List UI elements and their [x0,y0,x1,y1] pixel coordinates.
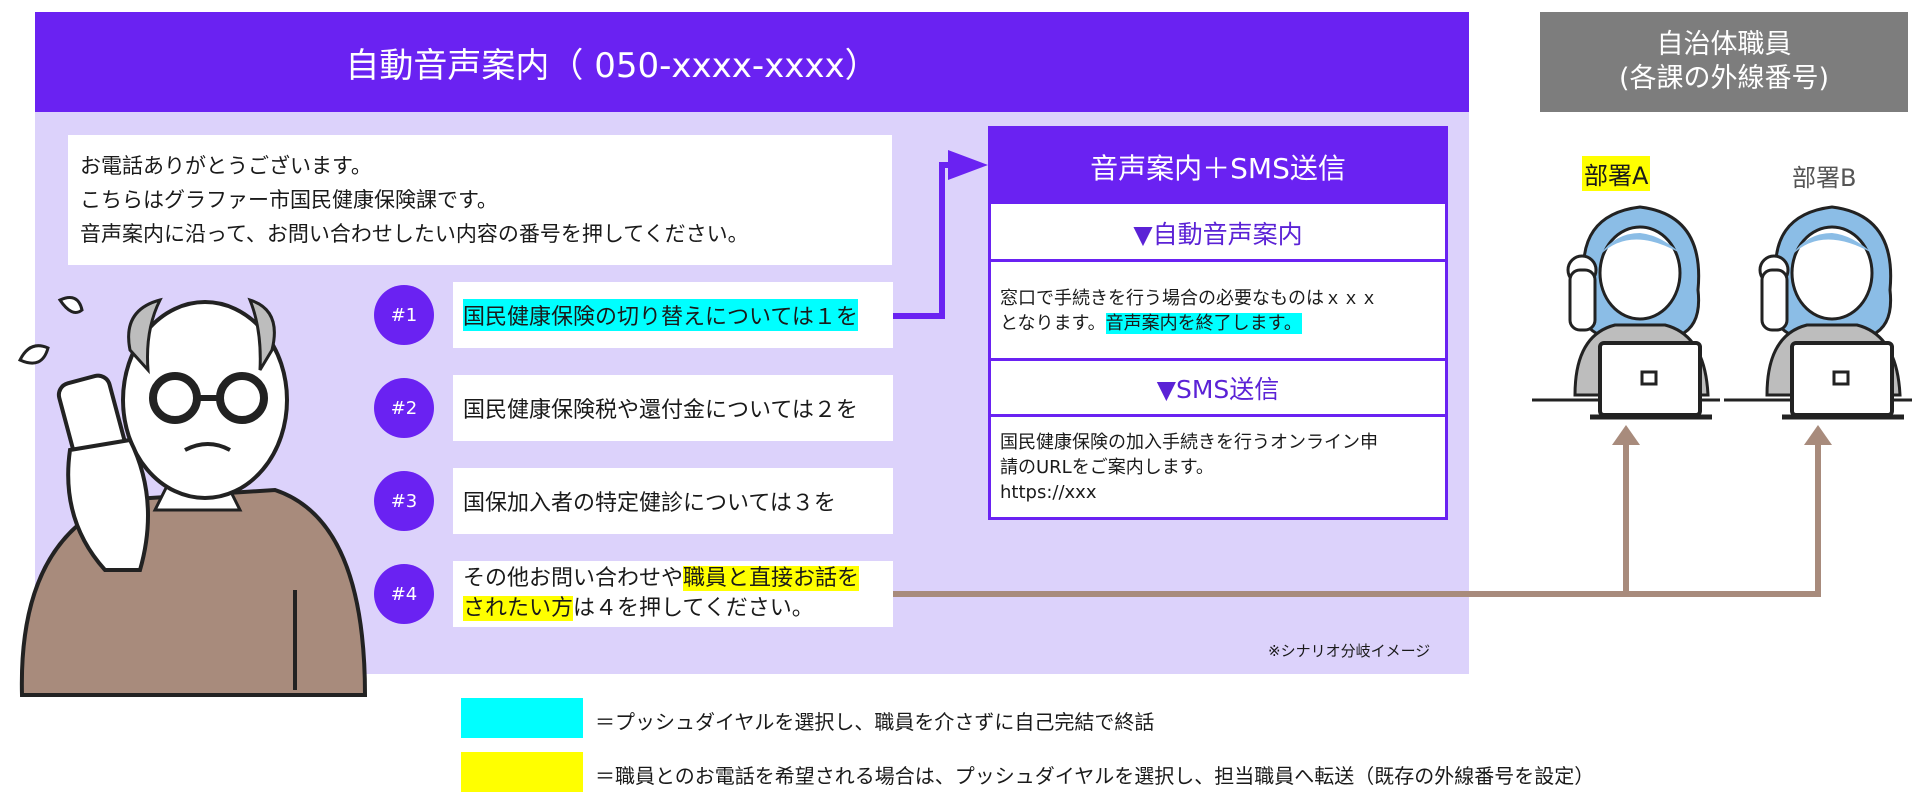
option-1-text: 国民健康保険の切り替えについては１を [463,299,858,331]
sms-heading-text: ▼SMS送信 [1156,374,1280,404]
option-2-text: 国民健康保険税や還付金については２を [463,398,858,423]
voice-heading-text: ▼自動音声案内 [1133,219,1303,249]
voice-text-a: 窓口で手続きを行う場合の必要なものはｘｘｘ [1000,288,1378,309]
option-1-number: #1 [374,285,434,345]
staff-title-1: 自治体職員 [1656,29,1792,60]
greeting-line-2: こちらはグラファー市国民健康保険課です。 [80,188,498,212]
caller-illustration [17,296,368,697]
dept-a-arrowhead [1612,425,1640,445]
option-4-text-c: されたい方 [463,596,574,621]
staff-illustration [1532,205,1912,420]
staff-b-figure [1724,205,1912,420]
sms-title: 音声案内＋SMS送信 [1090,151,1346,185]
option-3-number: #3 [374,471,434,531]
sms-divider [991,358,1445,361]
option-4-text-a: その他お問い合わせや [463,566,684,591]
greeting-line-3: 音声案内に沿って、お問い合わせしたい内容の番号を押してください。 [80,222,749,246]
staff-title-2: (各課の外線番号) [1618,63,1830,94]
legend-cyan-text: ＝プッシュダイヤルを選択し、職員を介さずに自己完結で終話 [595,710,1155,734]
caller-sweater [19,487,368,697]
option-4-text-b: 職員と直接お話を [683,566,860,591]
option-1-to-sms-arrow [893,162,962,319]
option-3: 国保加入者の特定健診については３を [453,468,893,534]
caller-hand [66,437,150,572]
option-4: その他お問い合わせや職員と直接お話を されたい方は４を押してください。 [453,561,893,627]
option-3-text: 国保加入者の特定健診については３を [463,491,836,516]
sms-send-heading: ▼SMS送信 [991,361,1445,417]
option-1: 国民健康保険の切り替えについては１を [453,282,893,348]
staff-a-figure [1532,205,1720,420]
sms-text-b: 請のURLをご案内します。 [1000,457,1214,478]
sms-text-a: 国民健康保険の加入手続きを行うオンライン申 [1000,432,1378,453]
ivr-header: 自動音声案内（ 050-xxxx-xxxx） [35,12,1469,112]
option-2-number: #2 [374,378,434,438]
sms-text-c: https://xxx [1000,482,1097,503]
dept-b-arrowhead [1804,425,1832,445]
transfer-line [893,440,1821,597]
sms-arrowhead [948,150,988,180]
option-4-number: #4 [374,564,434,624]
dept-b-label: 部署B [1792,164,1857,192]
scenario-note: ※シナリオ分岐イメージ [1268,642,1431,660]
sweat-drop-2 [17,344,50,365]
voice-guidance-text: 窓口で手続きを行う場合の必要なものはｘｘｘ となります。音声案内を終了します。 [1000,286,1440,336]
voice-guidance-heading: ▼自動音声案内 [991,206,1445,262]
legend-yellow-swatch [461,752,583,792]
greeting-line-1: お電話ありがとうございます。 [80,154,372,178]
option-4-text-d: は４を押してください。 [573,596,814,621]
dept-a-label: 部署A [1582,156,1651,191]
legend-cyan-swatch [461,698,583,738]
legend-yellow-text: ＝職員とのお電話を希望される場合は、プッシュダイヤルを選択し、担当職員へ転送（既… [595,764,1595,788]
voice-text-c: 音声案内を終了します。 [1105,313,1302,334]
voice-text-b: となります。 [1000,313,1106,334]
sms-send-text: 国民健康保険の加入手続きを行うオンライン申 請のURLをご案内します。 http… [1000,430,1440,505]
staff-header: 自治体職員 (各課の外線番号) [1540,12,1908,112]
ivr-title: 自動音声案内（ 050-xxxx-xxxx） [345,45,879,86]
option-2: 国民健康保険税や還付金については２を [453,375,893,441]
sms-header: 音声案内＋SMS送信 [991,129,1445,204]
greeting-box: お電話ありがとうございます。 こちらはグラファー市国民健康保険課です。 音声案内… [68,135,892,265]
sweat-drop-1 [57,296,84,314]
